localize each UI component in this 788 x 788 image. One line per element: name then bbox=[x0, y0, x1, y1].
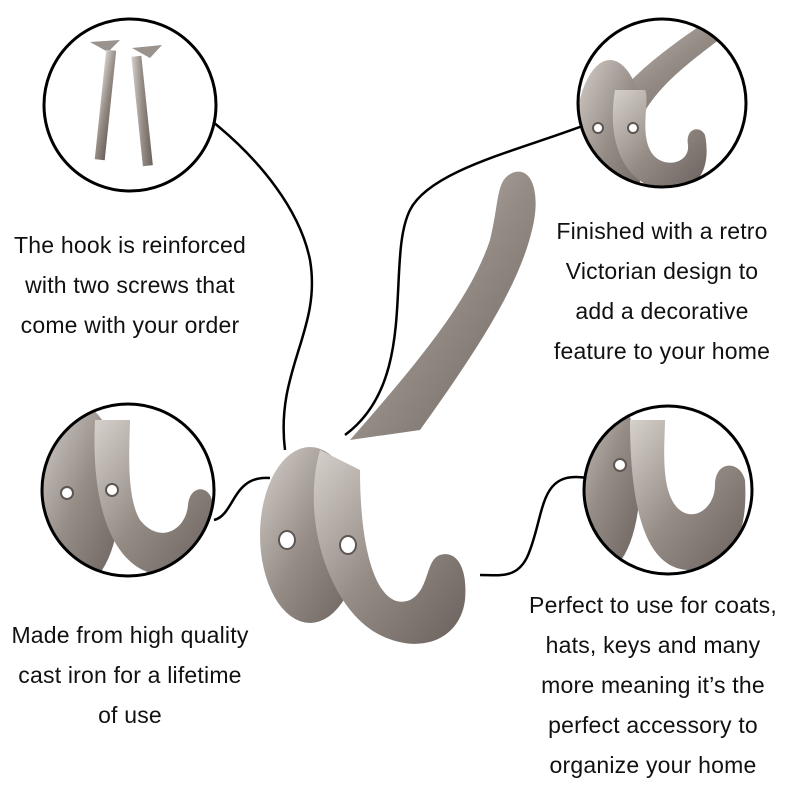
caption-line: perfect accessory to bbox=[548, 712, 758, 738]
caption-line: Finished with a retro bbox=[556, 218, 768, 244]
detail-circle-screws bbox=[42, 17, 218, 193]
caption-line: Victorian design to bbox=[565, 258, 759, 284]
caption-screws: The hook is reinforced with two screws t… bbox=[0, 225, 280, 345]
connector-line-material bbox=[213, 476, 271, 522]
caption-line: add a decorative bbox=[575, 298, 749, 324]
caption-material: Made from high quality cast iron for a l… bbox=[0, 615, 280, 735]
connector-line-usage bbox=[479, 475, 588, 577]
coat-hook-image bbox=[260, 171, 536, 644]
caption-line: cast iron for a lifetime bbox=[18, 662, 242, 688]
caption-line: more meaning it’s the bbox=[541, 672, 765, 698]
caption-usage: Perfect to use for coats, hats, keys and… bbox=[503, 585, 788, 785]
connector-line-screws bbox=[212, 121, 314, 451]
screw-image bbox=[90, 40, 162, 167]
detail-circle-material bbox=[40, 402, 216, 578]
caption-line: organize your home bbox=[549, 752, 757, 778]
caption-line: Made from high quality bbox=[11, 622, 249, 648]
caption-line: come with your order bbox=[20, 312, 240, 338]
detail-circle-usage bbox=[582, 404, 754, 576]
connector-line-design bbox=[344, 123, 586, 437]
caption-line: Perfect to use for coats, bbox=[529, 592, 777, 618]
caption-line: of use bbox=[98, 702, 162, 728]
caption-line: feature to your home bbox=[553, 338, 771, 364]
caption-line: The hook is reinforced bbox=[14, 232, 246, 258]
detail-circle-design bbox=[576, 17, 748, 189]
caption-design: Finished with a retro Victorian design t… bbox=[512, 211, 788, 371]
caption-line: hats, keys and many bbox=[545, 632, 761, 658]
caption-line: with two screws that bbox=[25, 272, 235, 298]
